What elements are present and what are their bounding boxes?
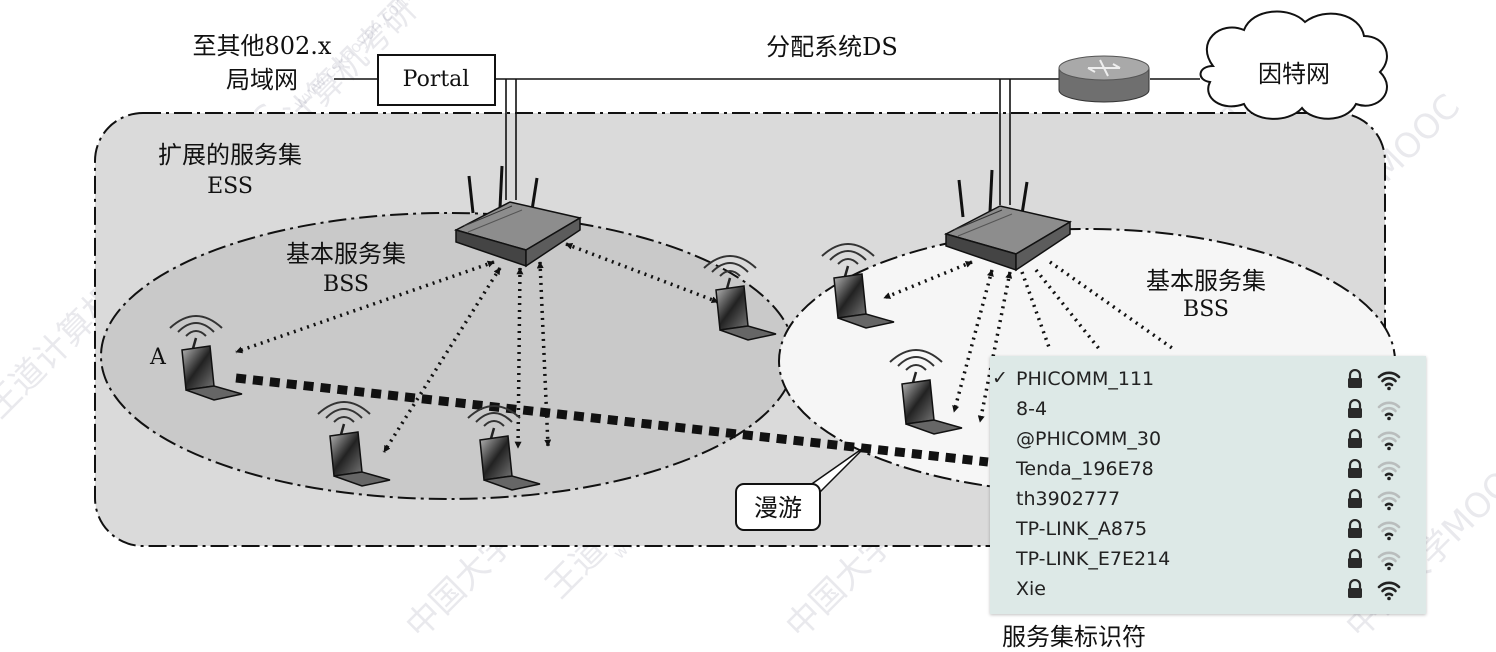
lock-icon bbox=[1345, 488, 1365, 510]
wifi-network-name: @PHICOMM_30 bbox=[1016, 428, 1162, 450]
wifi-network-name: TP-LINK_A875 bbox=[1016, 518, 1148, 540]
selected-check-icon: ✓ bbox=[992, 367, 1008, 389]
portal-label: Portal bbox=[403, 67, 470, 92]
wifi-network-name: PHICOMM_111 bbox=[1016, 368, 1155, 390]
wifi-network-name: Tenda_196E78 bbox=[1016, 458, 1154, 480]
ssid-caption: 服务集标识符 bbox=[1002, 623, 1146, 651]
wifi-network-item[interactable]: Xie bbox=[990, 574, 1426, 604]
wifi-network-name: TP-LINK_E7E214 bbox=[1016, 548, 1171, 570]
lock-icon bbox=[1345, 428, 1365, 450]
lock-icon bbox=[1345, 518, 1365, 540]
other-lan-label-line1: 至其他802.x bbox=[193, 32, 332, 60]
lock-icon bbox=[1345, 578, 1365, 600]
wifi-network-item[interactable]: 8-4 bbox=[990, 394, 1426, 424]
distribution-system-lines bbox=[334, 78, 1200, 205]
station-links-left bbox=[235, 242, 719, 453]
wifi-signal-icon bbox=[1374, 578, 1404, 602]
wifi-signal-icon bbox=[1374, 518, 1404, 542]
lock-icon bbox=[1345, 368, 1365, 390]
wifi-network-item[interactable]: th3902777 bbox=[990, 484, 1426, 514]
portal-box: Portal bbox=[377, 54, 496, 106]
bss-left-label-line1: 基本服务集 bbox=[286, 240, 406, 268]
wifi-network-name: Xie bbox=[1016, 578, 1046, 600]
wifi-signal-icon bbox=[1374, 458, 1404, 482]
roaming-callout: 漫游 bbox=[735, 445, 867, 531]
bss-left-label-line2: BSS bbox=[323, 272, 369, 297]
wifi-network-name: 8-4 bbox=[1016, 398, 1048, 420]
distribution-system-label: 分配系统DS bbox=[766, 33, 898, 61]
ess-label-line1: 扩展的服务集 bbox=[158, 141, 302, 169]
lock-icon bbox=[1345, 458, 1365, 480]
gateway-router-icon bbox=[1058, 55, 1150, 103]
wifi-signal-icon bbox=[1374, 488, 1404, 512]
wifi-signal-icon bbox=[1374, 428, 1404, 452]
lock-icon bbox=[1345, 548, 1365, 570]
bss-right-label-line1: 基本服务集 bbox=[1146, 267, 1266, 295]
wifi-network-item[interactable]: TP-LINK_E7E214 bbox=[990, 544, 1426, 574]
wifi-network-item[interactable]: Tenda_196E78 bbox=[990, 454, 1426, 484]
wifi-network-item[interactable]: TP-LINK_A875 bbox=[990, 514, 1426, 544]
station-links-right bbox=[883, 260, 1174, 423]
wifi-network-item[interactable]: ✓ PHICOMM_111 bbox=[990, 364, 1426, 394]
roaming-label: 漫游 bbox=[754, 494, 802, 522]
lock-icon bbox=[1345, 398, 1365, 420]
wifi-signal-icon bbox=[1374, 548, 1404, 572]
internet-cloud-icon: 因特网 bbox=[1199, 10, 1388, 120]
bss-right-label-line2: BSS bbox=[1183, 297, 1229, 322]
station-a-label: A bbox=[149, 345, 167, 370]
wifi-network-item[interactable]: @PHICOMM_30 bbox=[990, 424, 1426, 454]
wifi-network-name: th3902777 bbox=[1016, 488, 1121, 510]
other-lan-label-line2: 局域网 bbox=[226, 66, 298, 94]
wifi-signal-icon bbox=[1374, 368, 1404, 392]
wifi-signal-icon bbox=[1374, 398, 1404, 422]
ess-label-line2: ESS bbox=[207, 174, 253, 199]
internet-label: 因特网 bbox=[1258, 60, 1330, 88]
